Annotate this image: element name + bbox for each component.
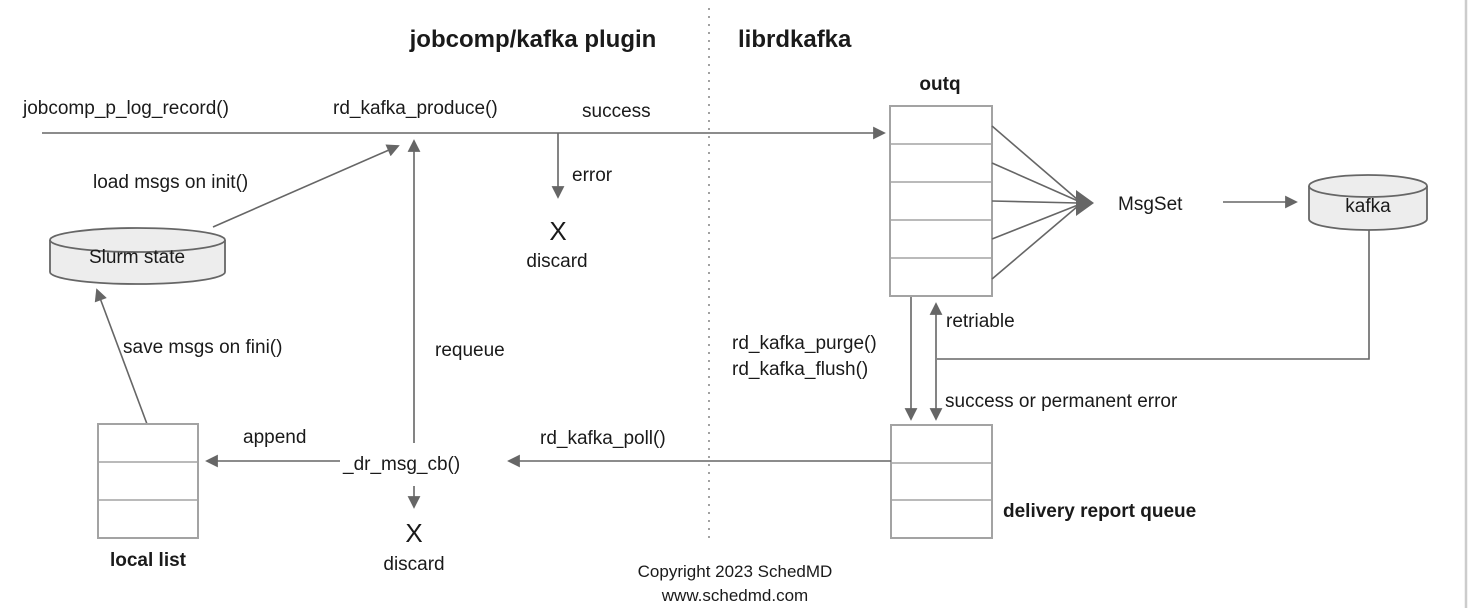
error-discard-label: discard — [526, 251, 587, 272]
save-msgs-label: save msgs on fini() — [123, 337, 282, 358]
purge-fn-label: rd_kafka_purge() — [732, 333, 877, 354]
fan-line — [991, 200, 1079, 204]
fan-line — [991, 162, 1079, 202]
append-label: append — [243, 427, 306, 448]
slurm-state-label: Slurm state — [89, 247, 185, 268]
fan-line — [991, 204, 1079, 240]
permanent-error-label: success or permanent error — [945, 391, 1178, 412]
dr-msg-cb-label: _dr_msg_cb() — [342, 454, 460, 475]
fan-line — [991, 205, 1079, 280]
kafka-return-path — [937, 230, 1370, 360]
load-msgs-label: load msgs on init() — [93, 172, 248, 193]
kafka-cylinder: kafka — [1308, 174, 1428, 231]
librdkafka-section-title: librdkafka — [738, 26, 852, 53]
copyright-text: Copyright 2023 SchedMD — [638, 562, 833, 581]
dr-discard-label: discard — [383, 554, 444, 575]
poll-fn-label: rd_kafka_poll() — [540, 428, 666, 449]
slurm-state-cylinder: Slurm state — [49, 227, 226, 285]
slurm-state-cylinder-top — [49, 227, 226, 253]
kafka-cylinder-body — [1308, 186, 1428, 231]
produce-fn-label: rd_kafka_produce() — [333, 98, 498, 119]
error-label: error — [572, 165, 613, 186]
success-label: success — [582, 101, 651, 122]
dr-discard-x-mark: X — [405, 518, 422, 548]
load-msgs-arrow — [212, 144, 400, 228]
kafka-label: kafka — [1345, 196, 1391, 217]
fan-line — [991, 125, 1079, 201]
log-record-fn-label: jobcomp_p_log_record() — [22, 98, 229, 119]
delivery-queue-label: delivery report queue — [1003, 501, 1196, 522]
flush-fn-label: rd_kafka_flush() — [732, 359, 868, 380]
error-discard-x-mark: X — [549, 216, 566, 246]
outq-table-frame — [889, 105, 993, 297]
retriable-label: retriable — [946, 311, 1015, 332]
outq-label: outq — [919, 74, 960, 95]
outq-to-msgset-fan — [991, 125, 1094, 280]
msgset-label: MsgSet — [1118, 194, 1183, 215]
local-list-table-frame — [97, 423, 199, 539]
local-list-label: local list — [110, 550, 187, 571]
delivery-report-queue-table: delivery report queue — [890, 424, 1196, 539]
outq-table: outq — [889, 74, 993, 297]
plugin-section-title: jobcomp/kafka plugin — [409, 26, 657, 53]
kafka-cylinder-top — [1308, 174, 1428, 198]
website-text: www.schedmd.com — [661, 586, 808, 605]
delivery-queue-table-frame — [890, 424, 993, 539]
fan-arrowhead — [1076, 190, 1094, 216]
save-msgs-arrow — [94, 288, 148, 425]
requeue-label: requeue — [435, 340, 505, 361]
local-list-table: local list — [97, 423, 199, 571]
